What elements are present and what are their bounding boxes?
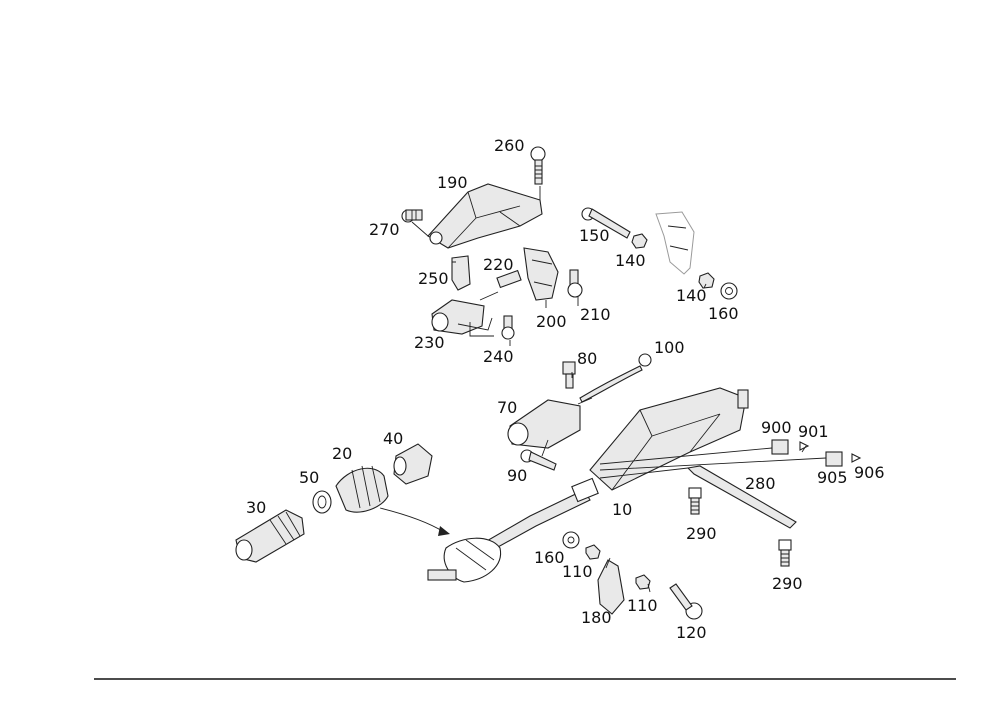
label-90: 90	[507, 466, 527, 485]
part-90-bolt	[520, 449, 557, 471]
part-900-block	[771, 439, 810, 455]
label-10: 10	[612, 500, 632, 519]
label-180: 180	[581, 608, 612, 627]
label-901: 901	[798, 422, 829, 441]
assembly-arrow	[379, 507, 450, 536]
part-230-motor	[431, 299, 493, 335]
part-190-bracket	[427, 183, 543, 249]
label-100: 100	[654, 338, 685, 357]
label-160-a: 160	[708, 304, 739, 323]
label-190: 190	[437, 173, 468, 192]
label-210: 210	[580, 305, 611, 324]
label-140-b: 140	[676, 286, 707, 305]
label-200: 200	[536, 312, 567, 331]
part-290-bolt-b	[778, 539, 792, 567]
part-bracket-plate	[655, 211, 695, 275]
part-110-nut-b	[635, 574, 651, 590]
part-110-nut-a	[585, 544, 601, 560]
label-70: 70	[497, 398, 517, 417]
label-20: 20	[332, 444, 352, 463]
label-290-b: 290	[772, 574, 803, 593]
part-80-bolt	[562, 361, 576, 389]
part-140-nut-b	[698, 272, 715, 289]
part-220-pin	[496, 269, 522, 289]
label-50: 50	[299, 468, 319, 487]
label-150: 150	[579, 226, 610, 245]
part-160-nut	[720, 282, 738, 300]
label-240: 240	[483, 347, 514, 366]
part-30-sleeve	[235, 509, 305, 563]
part-50-ring	[312, 490, 332, 514]
part-40-sleeve	[393, 443, 433, 485]
label-905: 905	[817, 468, 848, 487]
part-270-bolt	[401, 209, 423, 223]
label-270: 270	[369, 220, 400, 239]
part-100-nut	[579, 353, 652, 403]
part-160-washer	[562, 531, 580, 549]
label-250: 250	[418, 269, 449, 288]
part-260-bolt	[530, 146, 546, 185]
label-900: 900	[761, 418, 792, 437]
part-905-block	[825, 451, 862, 467]
part-250-clip	[451, 255, 471, 291]
part-290-bolt-a	[688, 487, 702, 515]
label-260: 260	[494, 136, 525, 155]
label-220: 220	[483, 255, 514, 274]
part-20-boot	[335, 465, 389, 513]
part-210-bolt	[567, 269, 583, 298]
part-200-bracket	[523, 247, 559, 301]
label-140-a: 140	[615, 251, 646, 270]
part-150-bolt	[581, 207, 631, 239]
part-180-bracket	[597, 559, 625, 615]
part-70-lock-actuator	[507, 399, 581, 449]
part-120-bolt	[669, 583, 703, 620]
label-160-b: 160	[534, 548, 565, 567]
label-120: 120	[676, 623, 707, 642]
leader-900	[599, 447, 827, 471]
label-906: 906	[854, 463, 885, 482]
label-290-a: 290	[686, 524, 717, 543]
part-240-bolt	[501, 315, 515, 340]
part-140-nut-a	[631, 233, 648, 249]
label-230: 230	[414, 333, 445, 352]
part-10-steering-column	[427, 387, 749, 583]
label-30: 30	[246, 498, 266, 517]
label-80: 80	[577, 349, 597, 368]
label-110-b: 110	[627, 596, 658, 615]
label-40: 40	[383, 429, 403, 448]
label-280: 280	[745, 474, 776, 493]
leader-lines	[411, 186, 807, 593]
part-280-rod	[599, 465, 797, 529]
label-110-a: 110	[562, 562, 593, 581]
